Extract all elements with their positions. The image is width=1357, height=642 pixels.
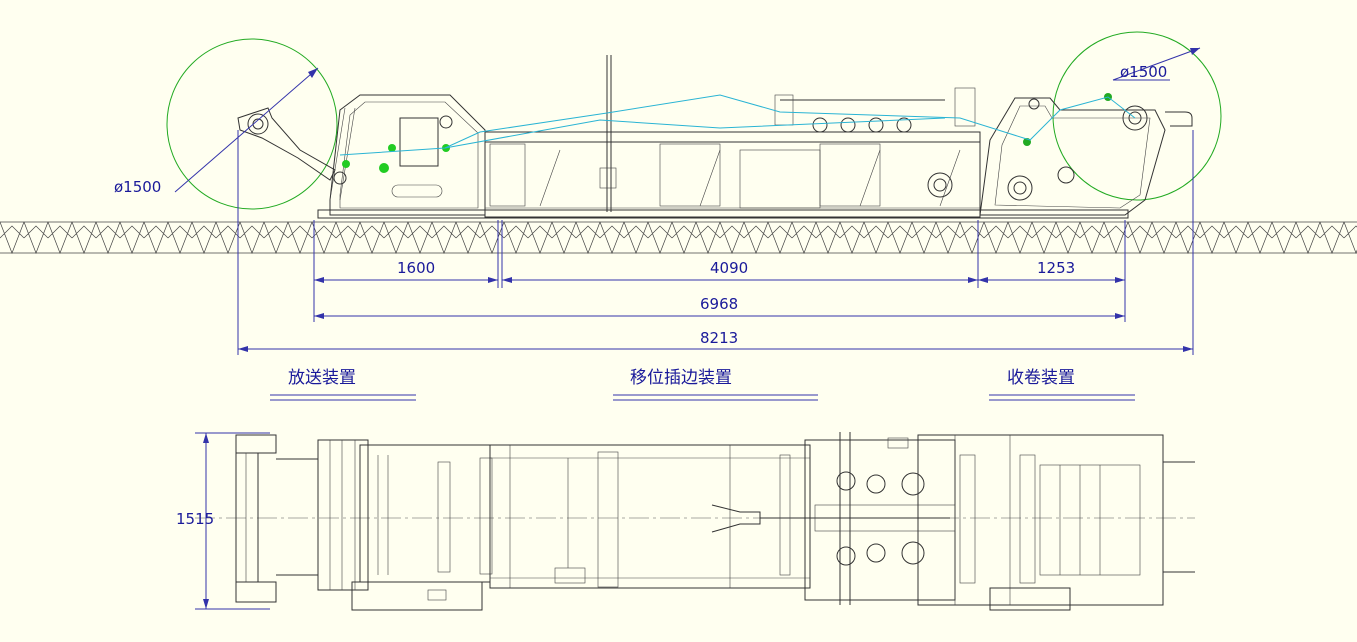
top-unwind-end <box>235 434 369 603</box>
side-dimensions: 1600 4090 1253 6968 8213 <box>237 130 1194 355</box>
rewind-roll <box>1052 31 1222 201</box>
rewind-diameter-annotation: ø1500 <box>1112 47 1201 81</box>
label-unwind: 放送装置 <box>288 368 356 388</box>
middle-section <box>484 55 981 218</box>
unwind-diameter-annotation: ø1500 <box>114 67 319 196</box>
top-view: 1515 <box>176 432 1195 611</box>
ground <box>0 221 1357 254</box>
dim-overall-length: 8213 <box>700 329 738 347</box>
dim-frame-length: 6968 <box>700 295 738 313</box>
label-rewind: 收卷装置 <box>1007 368 1075 388</box>
unwind-section <box>329 94 486 216</box>
top-rewind-section <box>917 434 1195 611</box>
dim-unwind-length: 1600 <box>397 259 435 277</box>
rewind-diameter-label: ø1500 <box>1120 63 1167 81</box>
top-width-dimension: 1515 <box>176 432 270 610</box>
base-rail <box>317 209 1129 219</box>
side-view: ø1500 ø1500 1600 4090 <box>0 31 1357 355</box>
top-unwind-base <box>351 444 493 611</box>
web-path <box>339 94 1136 156</box>
top-middle-conveyor <box>489 444 950 589</box>
section-labels: 放送装置 移位插边装置 收卷装置 <box>270 368 1135 401</box>
unwind-roll <box>166 38 338 210</box>
dim-rewind-length: 1253 <box>1037 259 1075 277</box>
unwind-diameter-label: ø1500 <box>114 178 161 196</box>
dim-width: 1515 <box>176 510 214 528</box>
dim-middle-length: 4090 <box>710 259 748 277</box>
label-middle: 移位插边装置 <box>630 368 732 388</box>
